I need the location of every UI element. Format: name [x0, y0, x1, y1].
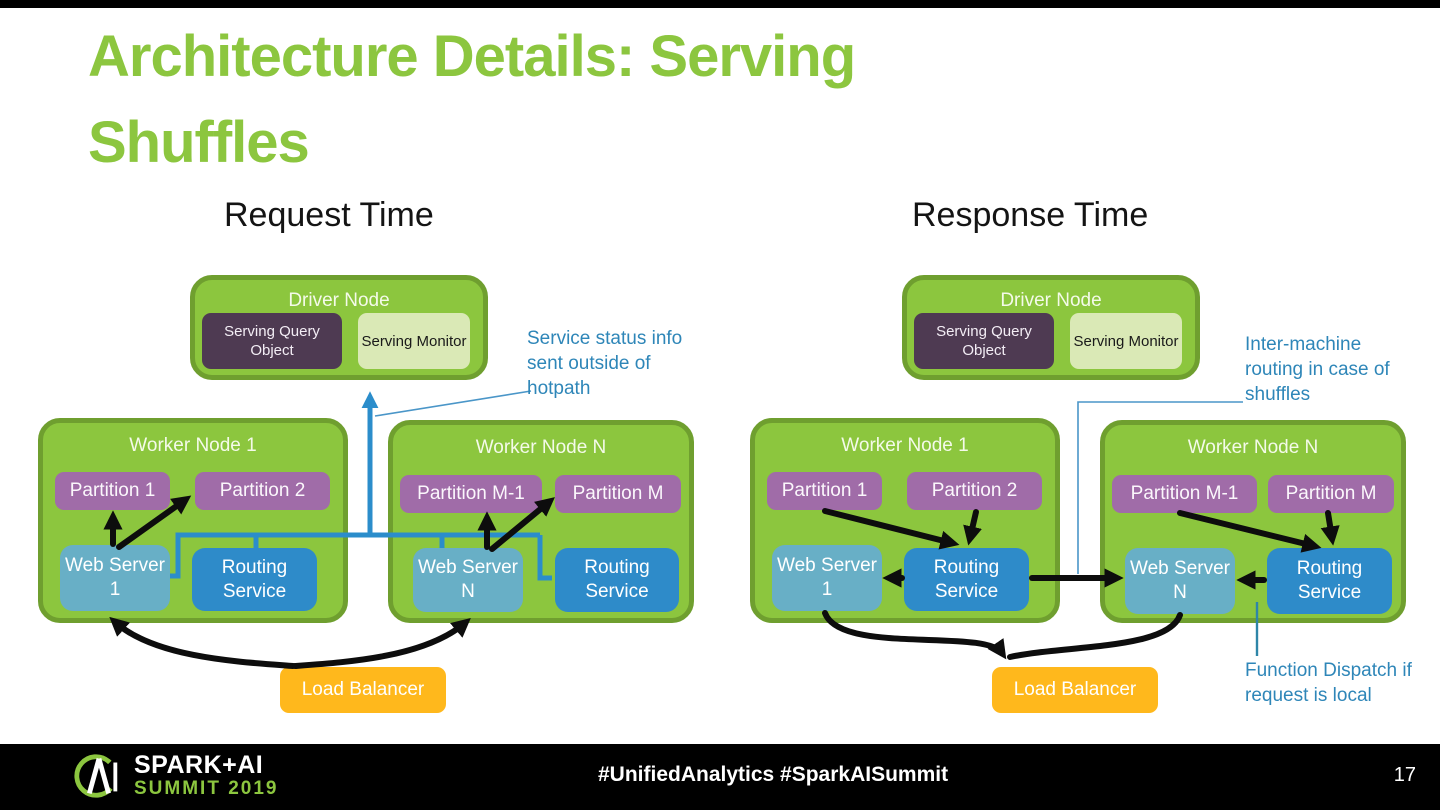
request-worker-node-1: Worker Node 1 Partition 1 Partition 2 We… — [38, 418, 348, 623]
request-web-server-1: Web Server 1 — [60, 545, 170, 611]
request-web-server-n: Web Server N — [413, 548, 523, 612]
request-routing-service-n: Routing Service — [555, 548, 679, 612]
request-heading: Request Time — [224, 196, 434, 234]
response-web-server-n: Web Server N — [1125, 548, 1235, 614]
response-partition-m-1: Partition M-1 — [1112, 475, 1257, 513]
request-callout-lines — [374, 390, 532, 417]
annotation-service-status: Service status info sent outside of hotp… — [527, 328, 683, 399]
response-serving-query-object: Serving Query Object — [914, 313, 1054, 369]
request-worker-node-n: Worker Node N Partition M-1 Partition M … — [388, 420, 694, 623]
response-worker-node-1-title: Worker Node 1 — [841, 435, 969, 456]
response-driver-title: Driver Node — [1000, 290, 1102, 311]
sparkai-logo: SPARK+AI SUMMIT 2019 — [72, 750, 278, 802]
response-worker-node-n: Worker Node N Partition M-1 Partition M … — [1100, 420, 1406, 623]
page-title: Architecture Details: Serving Shuffles — [88, 14, 1288, 186]
response-driver-node: Driver Node Serving Query Object Serving… — [902, 275, 1200, 380]
page-number: 17 — [1393, 764, 1416, 786]
response-partition-m: Partition M — [1268, 475, 1394, 513]
title-line-2: Shuffles — [88, 110, 310, 175]
response-worker-node-n-title: Worker Node N — [1187, 437, 1319, 458]
request-partition-m: Partition M — [555, 475, 681, 513]
response-partition-2: Partition 2 — [907, 472, 1042, 510]
logo-text: SPARK+AI SUMMIT 2019 — [134, 752, 278, 800]
logo-title: SPARK+AI — [134, 751, 264, 779]
sparkai-logo-icon — [74, 754, 118, 798]
response-routing-service-n: Routing Service — [1267, 548, 1392, 614]
request-partition-1: Partition 1 — [55, 472, 170, 510]
request-driver-node: Driver Node Serving Query Object Serving… — [190, 275, 488, 380]
footer-hashtags: #UnifiedAnalytics #SparkAISummit — [598, 763, 949, 786]
response-partition-1: Partition 1 — [767, 472, 882, 510]
footer-bar: SPARK+AI SUMMIT 2019 #UnifiedAnalytics #… — [0, 744, 1440, 810]
title-line-1: Architecture Details: Serving — [88, 24, 856, 89]
top-border-strip — [0, 0, 1440, 8]
response-web-server-1: Web Server 1 — [772, 545, 882, 611]
request-worker-node-1-title: Worker Node 1 — [129, 435, 257, 456]
response-heading: Response Time — [912, 196, 1149, 234]
response-serving-monitor: Serving Monitor — [1070, 313, 1182, 369]
request-partition-m-1: Partition M-1 — [400, 475, 542, 513]
request-partition-2: Partition 2 — [195, 472, 330, 510]
annotation-function-dispatch: Function Dispatch if request is local — [1245, 660, 1412, 706]
request-driver-title: Driver Node — [288, 290, 390, 311]
response-load-balancer: Load Balancer — [992, 667, 1158, 713]
response-routing-service-1: Routing Service — [904, 548, 1029, 611]
logo-subtitle: SUMMIT 2019 — [134, 778, 279, 799]
request-serving-query-object: Serving Query Object — [202, 313, 342, 369]
request-worker-node-n-title: Worker Node N — [475, 437, 607, 458]
annotation-inter-machine: Inter-machine routing in case of shuffle… — [1245, 334, 1390, 405]
request-load-balancer: Load Balancer — [280, 667, 446, 713]
response-worker-node-1: Worker Node 1 Partition 1 Partition 2 We… — [750, 418, 1060, 623]
request-serving-monitor: Serving Monitor — [358, 313, 470, 369]
request-routing-service-1: Routing Service — [192, 548, 317, 611]
